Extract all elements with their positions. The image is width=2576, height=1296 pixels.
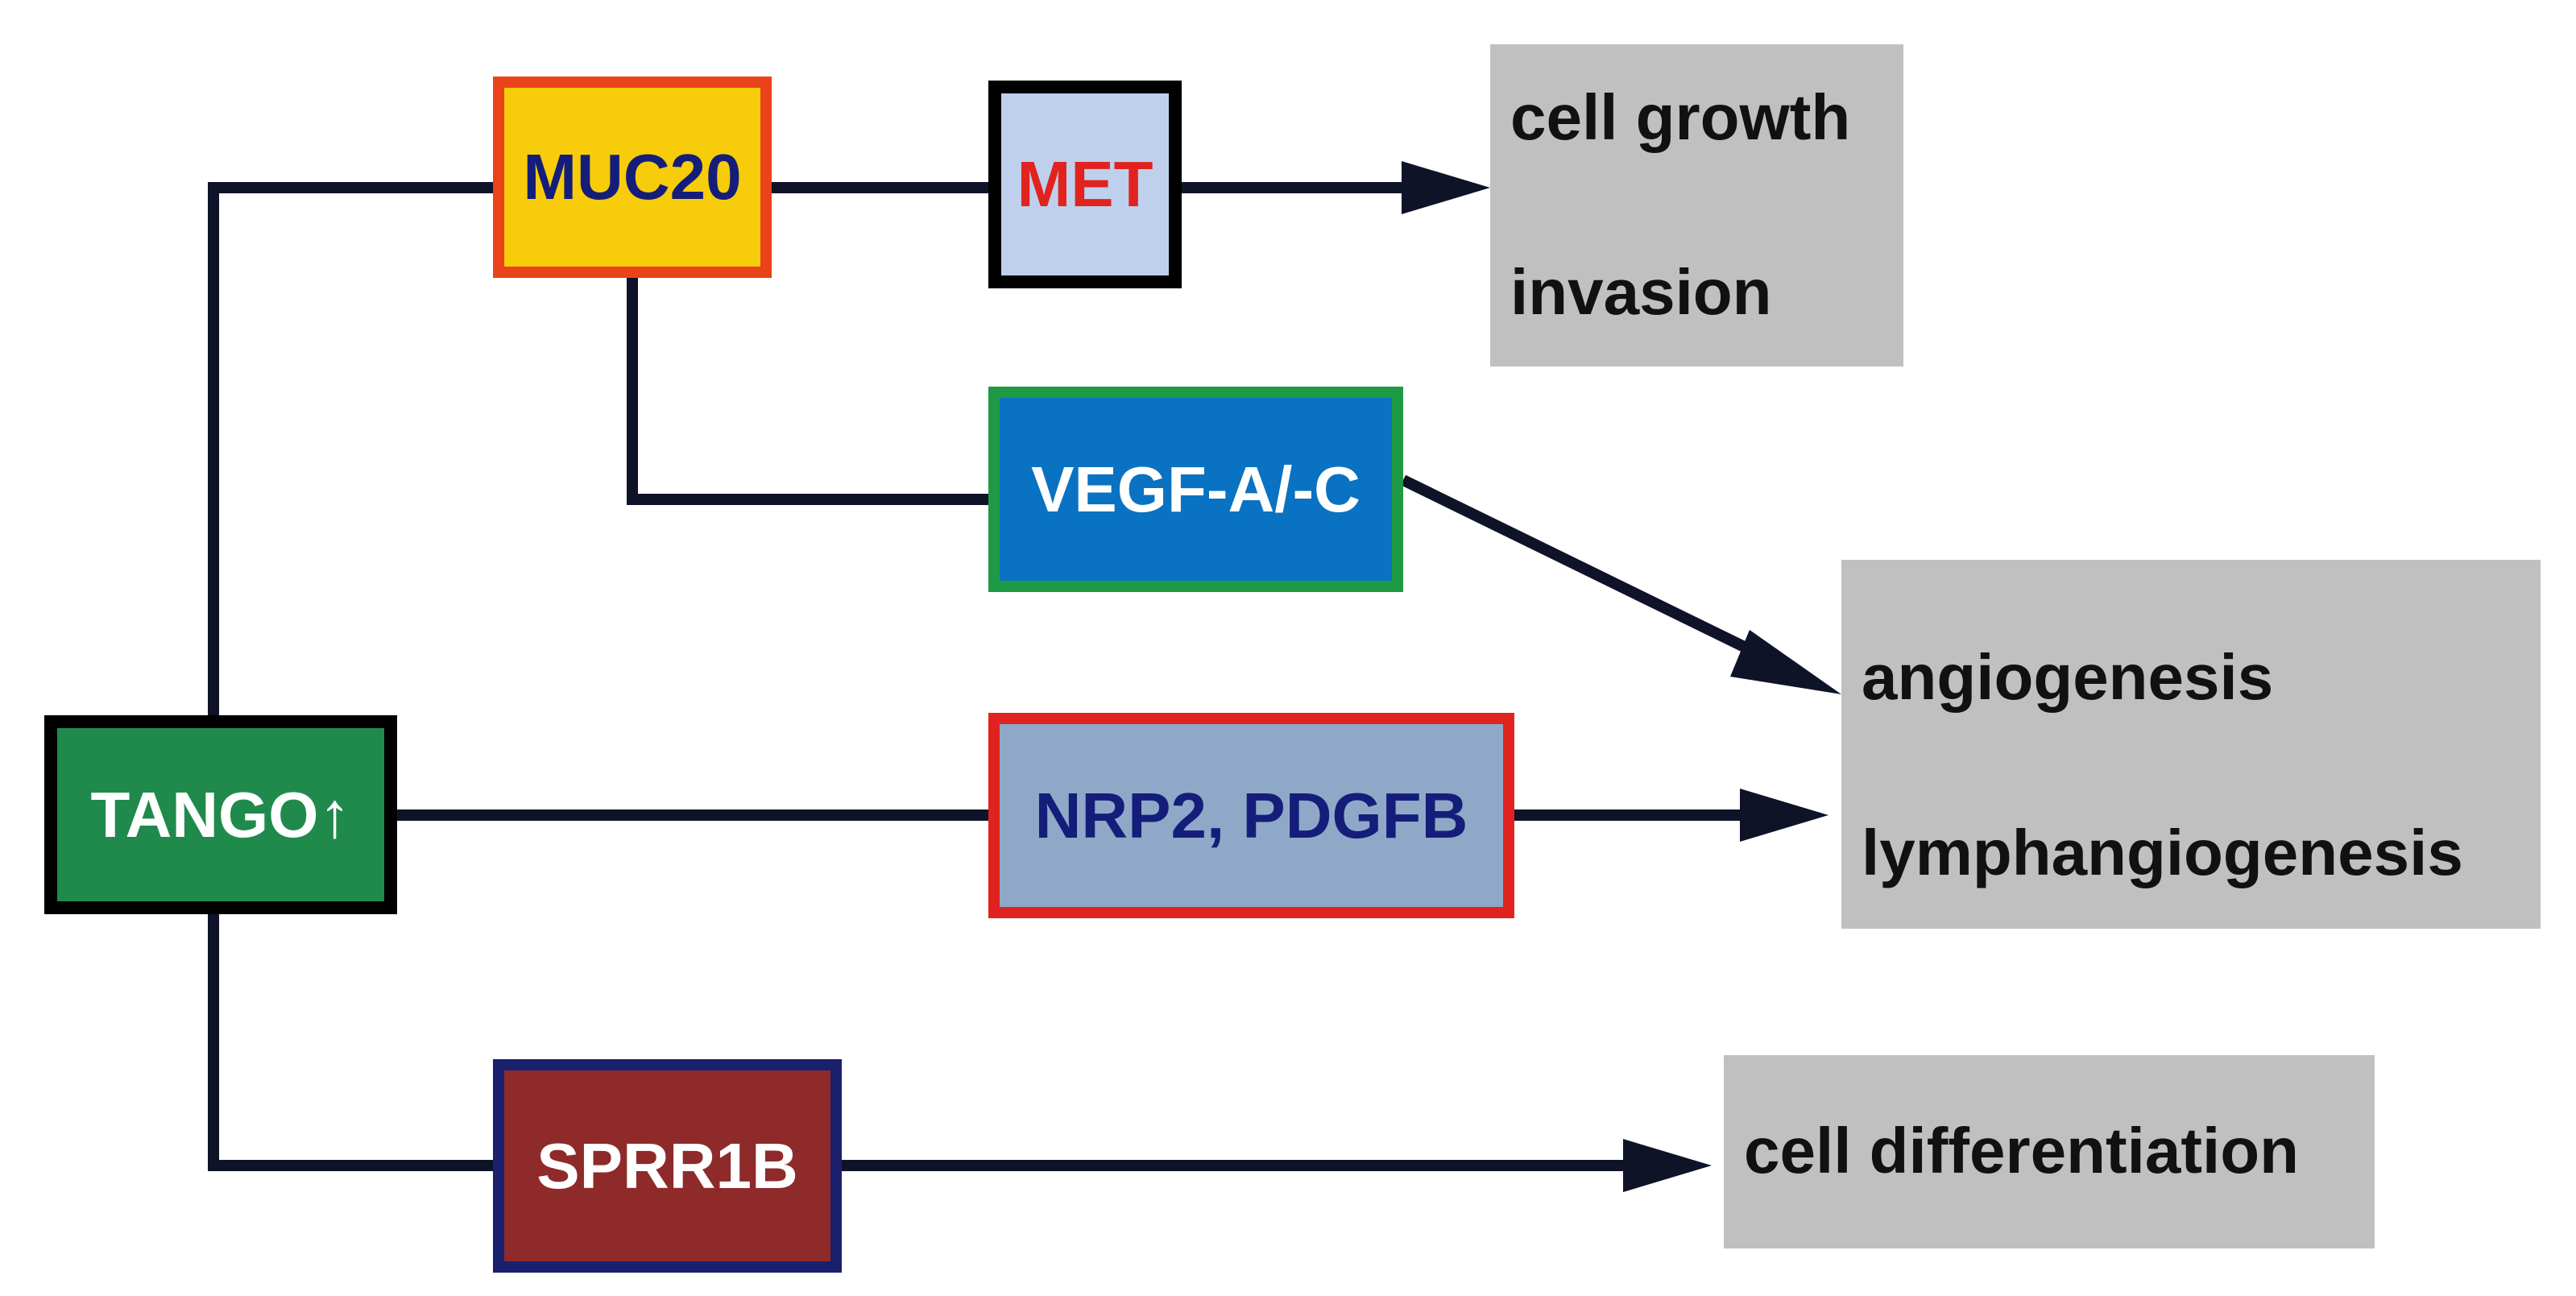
nrp2-pdgfb-node: NRP2, PDGFB: [988, 713, 1514, 918]
outcome-angiogenesis: angiogenesis: [1862, 641, 2274, 713]
outcome-differentiation: cell differentiation: [1724, 1055, 2375, 1248]
muc20-node: MUC20: [493, 77, 772, 278]
arrowhead-growth: [1402, 161, 1490, 214]
link-muc20-vegf: [627, 278, 999, 505]
outcome-cell-differentiation: cell differentiation: [1744, 1115, 2299, 1186]
tango-node: TANGO↑: [44, 715, 397, 914]
arrowhead-differentiation: [1623, 1139, 1712, 1192]
link-vegf-angio: [1400, 474, 1775, 666]
vegf-node: VEGF-A/-C: [988, 387, 1403, 592]
arrowhead-vegf-angio: [1730, 630, 1841, 694]
link-tango-sprr1b: [208, 914, 507, 1171]
outcome-angio: angiogenesis lymphangiogenesis: [1841, 560, 2541, 929]
met-node: MET: [988, 81, 1182, 288]
outcome-cell-growth: cell growth: [1510, 81, 1851, 153]
arrowhead-nrp2-angio: [1740, 789, 1828, 842]
outcome-invasion: invasion: [1510, 256, 1772, 328]
link-tango-muc20: [208, 182, 507, 715]
sprr1b-node: SPRR1B: [493, 1059, 842, 1273]
outcome-lymphangiogenesis: lymphangiogenesis: [1862, 817, 2463, 888]
outcome-growth-invasion: cell growth invasion: [1490, 44, 1903, 366]
